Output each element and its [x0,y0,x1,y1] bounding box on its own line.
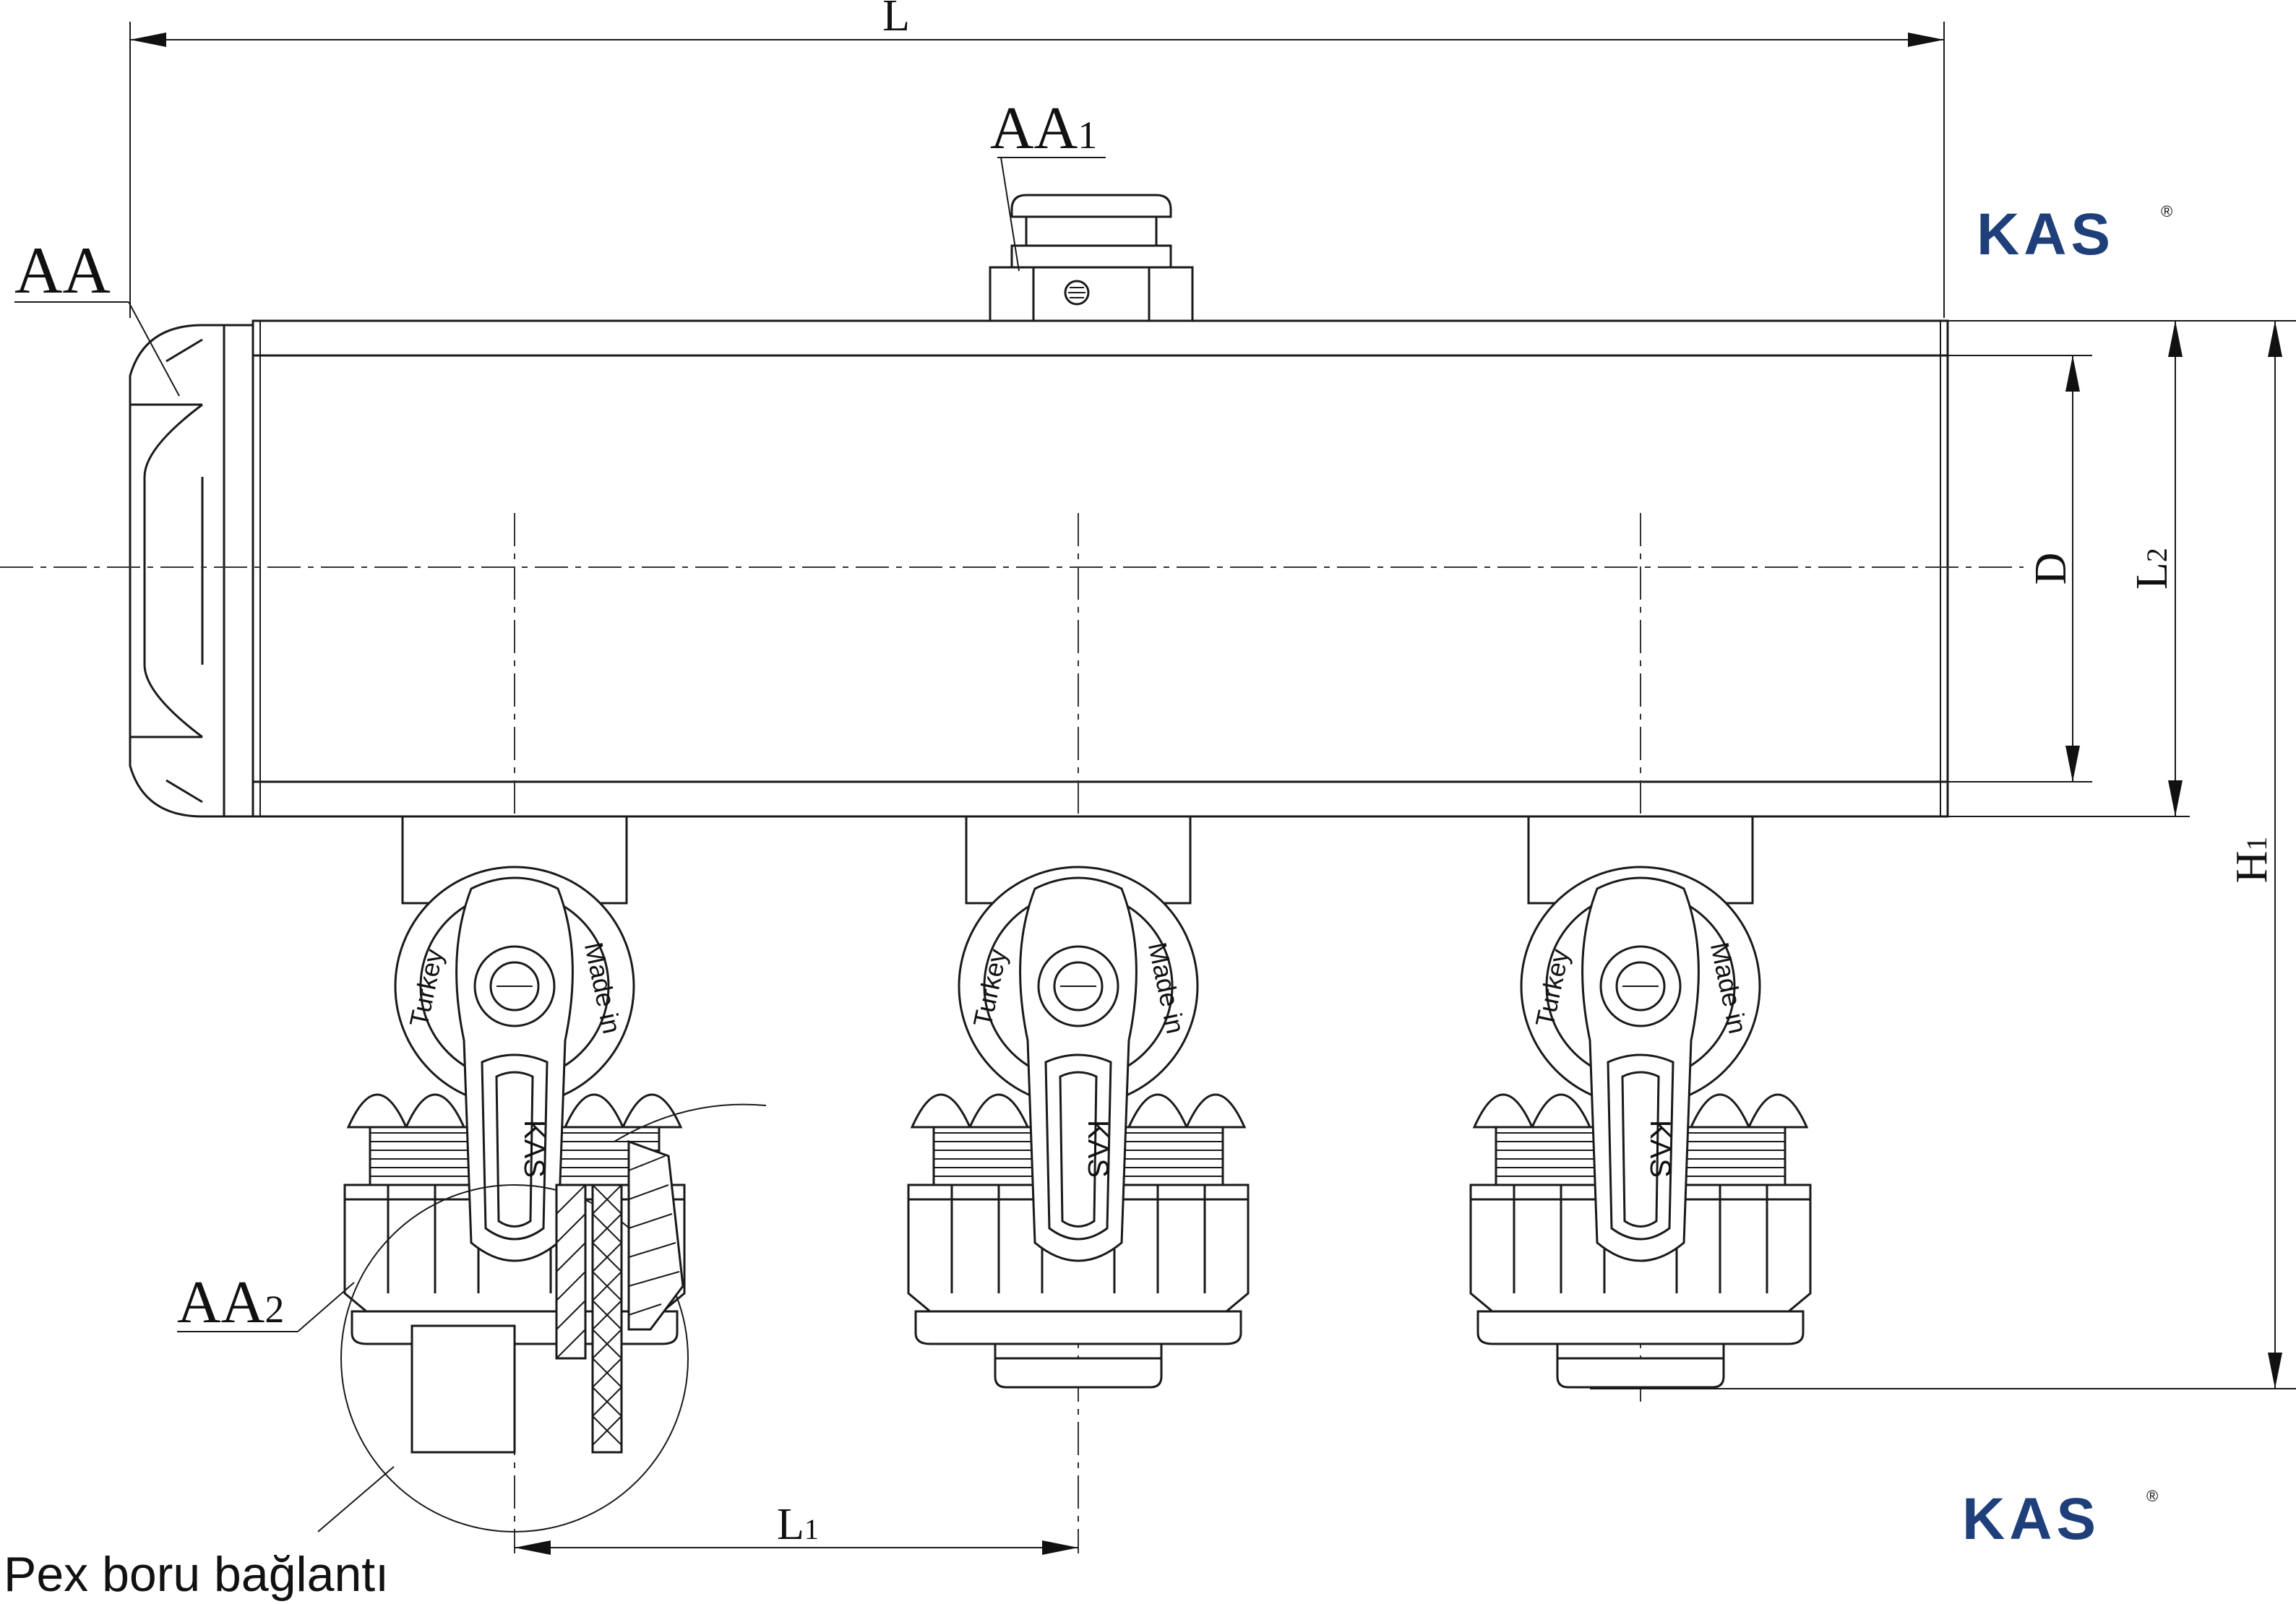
brand-name: KAS [1962,1486,2100,1552]
label-L2: L2 [2128,548,2177,590]
label-AA1: AA1 [990,95,1097,162]
pex-pipe-wall [555,1139,684,1454]
handle-brand-text: KAS [1644,1120,1676,1178]
label-D: D [2026,553,2076,585]
label-L: L [882,0,910,40]
callout-AA2: AA2 [177,1269,355,1336]
brand-logo-top: KAS ® [1977,202,2172,267]
dimension-H1: H1 [1590,320,2296,1389]
air-vent [989,194,1194,322]
label-L1: L1 [777,1500,819,1549]
end-cap-nut [129,324,247,818]
registered-mark: ® [2146,1487,2158,1505]
brand-name: KAS [1977,202,2115,267]
callout-pex: Pex boru bağlantı [4,1466,395,1602]
manifold-tube [251,319,1949,818]
label-pex: Pex boru bağlantı [4,1547,389,1602]
dimension-L1: L1 [515,1500,1078,1555]
handle-brand-text: KAS [1082,1120,1114,1178]
manifold-body [129,319,1949,818]
registered-mark: ® [2161,202,2172,220]
handle-brand-text: KAS [518,1120,550,1178]
label-AA: AA [14,233,111,307]
callout-AA: AA [14,233,180,397]
label-AA2: AA2 [177,1269,284,1336]
brand-logo-bottom: KAS ® [1962,1486,2158,1552]
pex-section-detail [340,1103,767,1532]
dimension-D: D [1948,355,2092,782]
callout-AA1: AA1 [990,95,1106,272]
label-H1: H1 [2227,837,2276,884]
dimension-L: L [129,0,1945,318]
